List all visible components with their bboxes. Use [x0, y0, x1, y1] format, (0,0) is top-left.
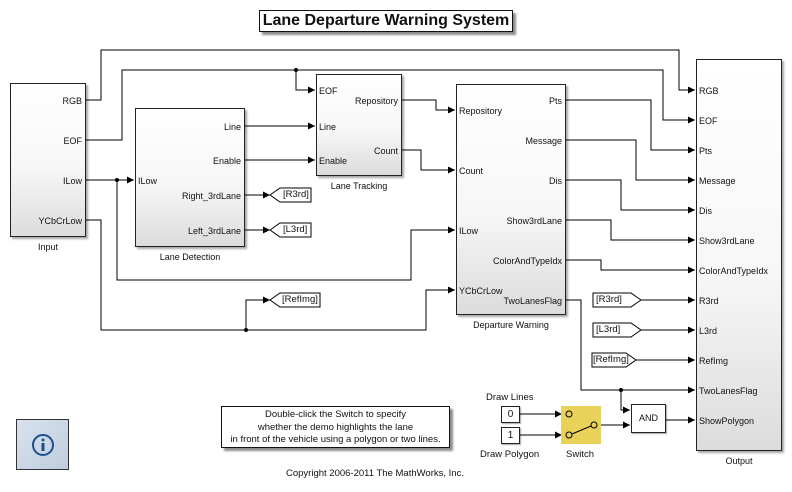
inport-message: Message: [699, 176, 736, 186]
inport-colorandtypeidx: ColorAndTypeIdx: [699, 266, 769, 276]
inport-ilow: ILow: [459, 226, 479, 236]
inport-ilow: ILow: [138, 176, 158, 186]
from-l3rd-shape: [592, 322, 642, 338]
goto-r3rd-shape: [269, 187, 312, 203]
outport-ilow: ILow: [62, 176, 82, 186]
info-button[interactable]: [16, 419, 69, 470]
outport-message: Message: [525, 136, 562, 146]
note-line-3: in front of the vehicle using a polygon …: [230, 434, 441, 445]
inport-showpolygon: ShowPolygon: [699, 416, 755, 426]
and-block[interactable]: AND: [631, 404, 666, 433]
inport-l3rd: L3rd: [699, 326, 718, 336]
outport-enable: Enable: [212, 156, 241, 166]
outport-line: Line: [223, 122, 241, 132]
departure-warning-block[interactable]: Repository Count ILow YCbCrLow Pts Messa…: [456, 84, 566, 315]
input-block[interactable]: RGB EOF ILow YCbCrLow: [10, 83, 86, 237]
output-block-name: Output: [725, 456, 753, 466]
wire-count: [402, 149, 455, 174]
goto-l3rd-shape: [269, 222, 312, 238]
draw-polygon-constant[interactable]: 1: [501, 427, 520, 444]
goto-tag-refimg[interactable]: [RefImg]: [282, 294, 318, 305]
outport-right3rd: Right_3rdLane: [181, 191, 241, 201]
wire-ilow-branch: [116, 180, 455, 281]
wire-twolanes: [566, 299, 695, 394]
lane-detection-name: Lane Detection: [159, 252, 221, 262]
from-tag-refimg[interactable]: [RefImg]: [593, 354, 629, 365]
inport-line: Line: [319, 122, 337, 132]
inport-r3rd: R3rd: [699, 296, 719, 306]
outport-pts: Pts: [548, 96, 562, 106]
departure-warning-name: Departure Warning: [473, 320, 549, 330]
outport-repository: Repository: [354, 96, 398, 106]
wire-dis: [566, 179, 695, 214]
inport-eof: EOF: [699, 116, 718, 126]
goto-tag-r3rd[interactable]: [R3rd]: [283, 189, 309, 200]
junction-dot: [115, 178, 119, 182]
from-r3rd-shape: [592, 292, 642, 308]
draw-lines-constant[interactable]: 0: [501, 406, 520, 423]
wire-ycbcr: [85, 219, 455, 331]
note-line-1: Double-click the Switch to specify: [265, 409, 406, 420]
inport-twolanesflag: TwoLanesFlag: [699, 386, 758, 396]
inport-eof: EOF: [319, 86, 338, 96]
inport-pts: Pts: [699, 146, 713, 156]
goto-tag-l3rd[interactable]: [L3rd]: [283, 224, 308, 235]
instruction-note: Double-click the Switch to specify wheth…: [221, 406, 450, 448]
inport-ycbcrlow: YCbCrLow: [459, 286, 503, 296]
switch-block[interactable]: [561, 406, 601, 444]
outport-colorandtypeidx: ColorAndTypeIdx: [492, 256, 562, 266]
inport-repository: Repository: [459, 106, 503, 116]
output-block[interactable]: RGB EOF Pts Message Dis Show3rdLane Colo…: [696, 59, 782, 451]
junction-dot: [244, 328, 248, 332]
inport-enable: Enable: [319, 156, 348, 166]
inport-refimg: RefImg: [699, 356, 729, 366]
wire-coloridx: [566, 259, 695, 274]
wire-eof: [85, 69, 695, 141]
outport-rgb: RGB: [62, 96, 82, 106]
info-icon: [32, 434, 54, 456]
outport-ycbcrlow: YCbCrLow: [38, 216, 82, 226]
model-title: Lane Departure Warning System: [259, 10, 513, 32]
outport-count: Count: [373, 146, 398, 156]
outport-dis: Dis: [549, 176, 562, 186]
switch-name: Switch: [566, 449, 594, 460]
lane-tracking-block[interactable]: EOF Line Enable Repository Count: [316, 74, 402, 176]
draw-lines-label: Draw Lines: [486, 392, 534, 403]
note-line-2: whether the demo highlights the lane: [257, 421, 414, 433]
inport-dis: Dis: [699, 206, 712, 216]
switch-icon: [565, 410, 598, 439]
wire-pts: [566, 99, 695, 154]
draw-polygon-label: Draw Polygon: [480, 449, 540, 460]
junction-dot: [294, 68, 298, 72]
wire-message: [566, 139, 695, 184]
goto-refimg-shape: [269, 292, 321, 308]
inport-count: Count: [459, 166, 484, 176]
copyright-text: Copyright 2006-2011 The MathWorks, Inc.: [286, 468, 464, 479]
from-refimg-shape: [591, 352, 637, 368]
junction-dot: [619, 388, 623, 392]
from-tag-l3rd[interactable]: [L3rd]: [596, 324, 621, 335]
wire-ycbcr-branch: [245, 296, 270, 330]
wire-eof-branch: [295, 70, 315, 94]
wire-rgb: [85, 49, 695, 101]
outport-show3rdlane: Show3rdLane: [506, 216, 562, 226]
from-tag-r3rd[interactable]: [R3rd]: [596, 294, 622, 305]
inport-rgb: RGB: [699, 86, 719, 96]
input-block-name: Input: [37, 242, 59, 252]
outport-left3rd: Left_3rdLane: [187, 226, 241, 236]
lane-tracking-name: Lane Tracking: [330, 181, 388, 191]
wire-repository: [402, 99, 455, 114]
wire-twolanes-branch: [620, 390, 630, 414]
outport-eof: EOF: [63, 136, 82, 146]
lane-detection-block[interactable]: ILow Line Enable Right_3rdLane Left_3rdL…: [135, 108, 245, 247]
outport-twolanesflag: TwoLanesFlag: [503, 296, 562, 306]
inport-show3rdlane: Show3rdLane: [699, 236, 755, 246]
wire-show3rd: [566, 219, 695, 244]
